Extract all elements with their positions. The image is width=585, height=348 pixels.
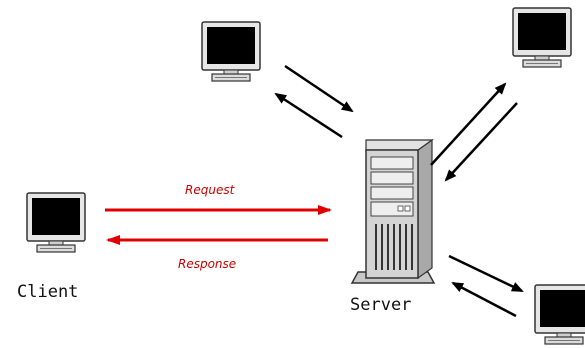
peer-monitor-icon-bottom-right	[534, 284, 585, 345]
client-label: Client	[17, 282, 78, 302]
peer-bottom-right-outbound-arrow	[448, 254, 524, 293]
peer-top-right-outbound-arrow	[430, 82, 507, 166]
peer-top-left-outbound-arrow	[284, 64, 354, 113]
response-label: Response	[178, 257, 236, 271]
client-monitor-icon	[26, 192, 86, 253]
peer-monitor-icon-top-right	[512, 7, 572, 68]
request-label: Request	[185, 183, 236, 197]
server-label: Server	[350, 295, 411, 315]
server-tower-icon	[350, 138, 436, 284]
peer-top-left-inbound-arrow	[274, 92, 343, 139]
peer-monitor-icon-top-left	[201, 21, 261, 82]
peer-bottom-right-inbound-arrow	[451, 281, 517, 318]
peer-top-right-inbound-arrow	[444, 102, 518, 182]
